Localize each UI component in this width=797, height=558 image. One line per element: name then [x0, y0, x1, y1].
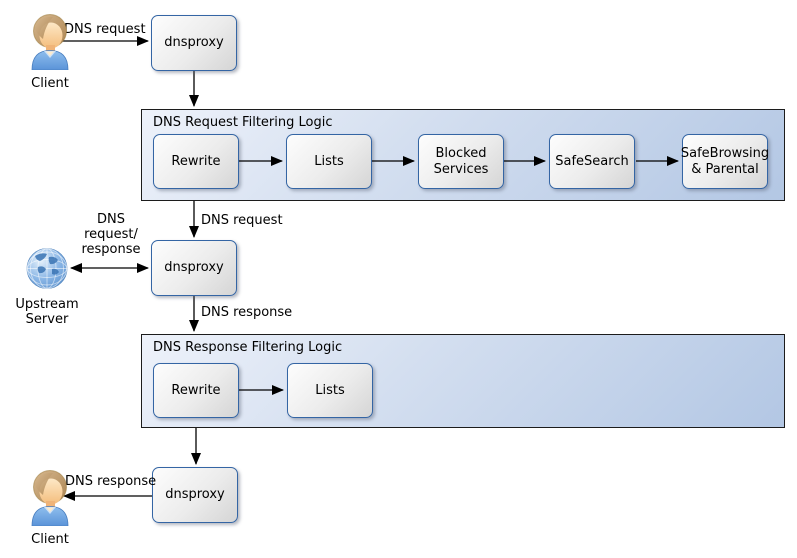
globe-icon	[25, 247, 69, 295]
step-safesearch: SafeSearch	[549, 134, 635, 189]
actor-label: Upstream Server	[15, 297, 79, 327]
dnsproxy-node-top: dnsproxy	[151, 15, 237, 71]
step-lists-response: Lists	[287, 363, 373, 418]
step-blocked-services: Blocked Services	[418, 134, 504, 189]
step-safebrowsing-parental: SafeBrowsing & Parental	[680, 134, 770, 189]
step-rewrite-response: Rewrite	[153, 363, 239, 418]
edge-label-client-request: DNS request	[64, 22, 146, 37]
dnsproxy-label: dnsproxy	[164, 35, 224, 51]
step-label: SafeBrowsing & Parental	[680, 145, 770, 177]
step-label: Rewrite	[171, 153, 221, 169]
dns-request-filtering-container: DNS Request Filtering Logic Rewrite List…	[141, 109, 785, 201]
step-label: SafeSearch	[555, 153, 629, 169]
actor-upstream-server: Upstream Server	[7, 247, 87, 327]
actor-label: Client	[31, 76, 69, 91]
dns-response-filtering-container: DNS Response Filtering Logic Rewrite Lis…	[141, 334, 785, 428]
edge-label-proxy-response: DNS response	[201, 305, 293, 320]
actor-client-bottom: Client	[26, 468, 74, 547]
actor-label: Client	[31, 532, 69, 547]
response-container-title: DNS Response Filtering Logic	[153, 340, 343, 355]
step-rewrite-request: Rewrite	[153, 134, 239, 189]
request-container-title: DNS Request Filtering Logic	[153, 115, 333, 130]
step-label: Lists	[315, 382, 345, 398]
dnsproxy-label: dnsproxy	[164, 260, 224, 276]
edge-label-response-to-client: DNS response	[65, 474, 157, 489]
actor-client-top: Client	[26, 12, 74, 91]
step-label: Blocked Services	[433, 145, 489, 177]
edge-label-filtered-request: DNS request	[201, 213, 283, 228]
dnsproxy-node-middle: dnsproxy	[151, 240, 237, 296]
step-lists-request: Lists	[286, 134, 372, 189]
step-label: Lists	[314, 153, 344, 169]
edge-label-upstream-exchange: DNS request/ response	[81, 212, 141, 257]
dnsproxy-label: dnsproxy	[165, 487, 225, 503]
person-icon	[27, 468, 73, 530]
dnsproxy-node-bottom: dnsproxy	[152, 467, 238, 523]
person-icon	[27, 12, 73, 74]
step-label: Rewrite	[171, 382, 221, 398]
